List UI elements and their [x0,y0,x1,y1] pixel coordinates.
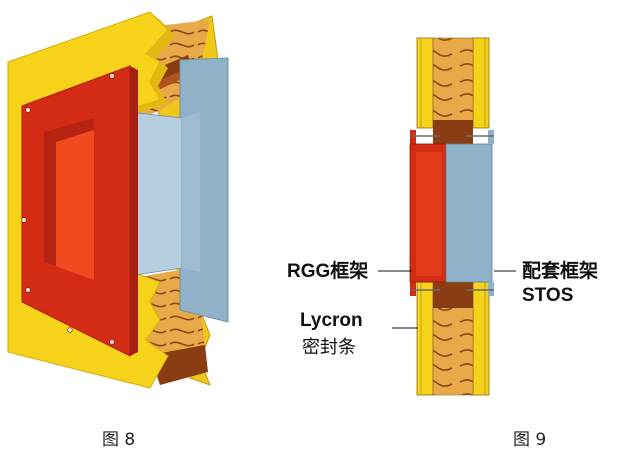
red-frame-edge [130,66,138,356]
section-screws [412,135,494,291]
red-frame-opening-shadow [44,118,94,266]
label-rgg-frame: RGG框架 [287,261,369,282]
wall-top-right-board [472,37,490,129]
rgg-flange-top [410,130,416,144]
wall-board-edge [132,12,175,112]
rgg-frame-inner [416,152,442,276]
label-lycron-line1: Lycron [300,310,363,331]
wall-top-left-board [416,37,434,129]
wood-stud-upper [433,120,473,144]
wood-stud-lower [433,282,473,308]
figure-8-illustration [7,11,229,389]
label-stos-line1: 配套框架 [522,261,599,282]
stos-flange-top [488,130,494,144]
figure-8-caption: 图 8 [102,430,136,450]
screw-dots [21,73,115,345]
red-frame-opening [44,118,94,280]
wall-top-insulation [432,37,474,129]
rgg-flange-bottom [410,282,416,296]
wall-bottom-insulation [432,295,474,396]
stos-flange-bottom [488,282,494,296]
label-lycron-line2: 密封条 [302,337,356,358]
figure-9-caption: 图 9 [513,430,547,450]
wall-bottom-left-board [416,281,434,396]
stos-frame-section [445,143,493,283]
figure-9-section [378,37,516,396]
label-stos-line2: STOS [522,285,574,306]
wall-bottom-right-board [472,281,490,396]
blue-frame-side [182,112,200,272]
